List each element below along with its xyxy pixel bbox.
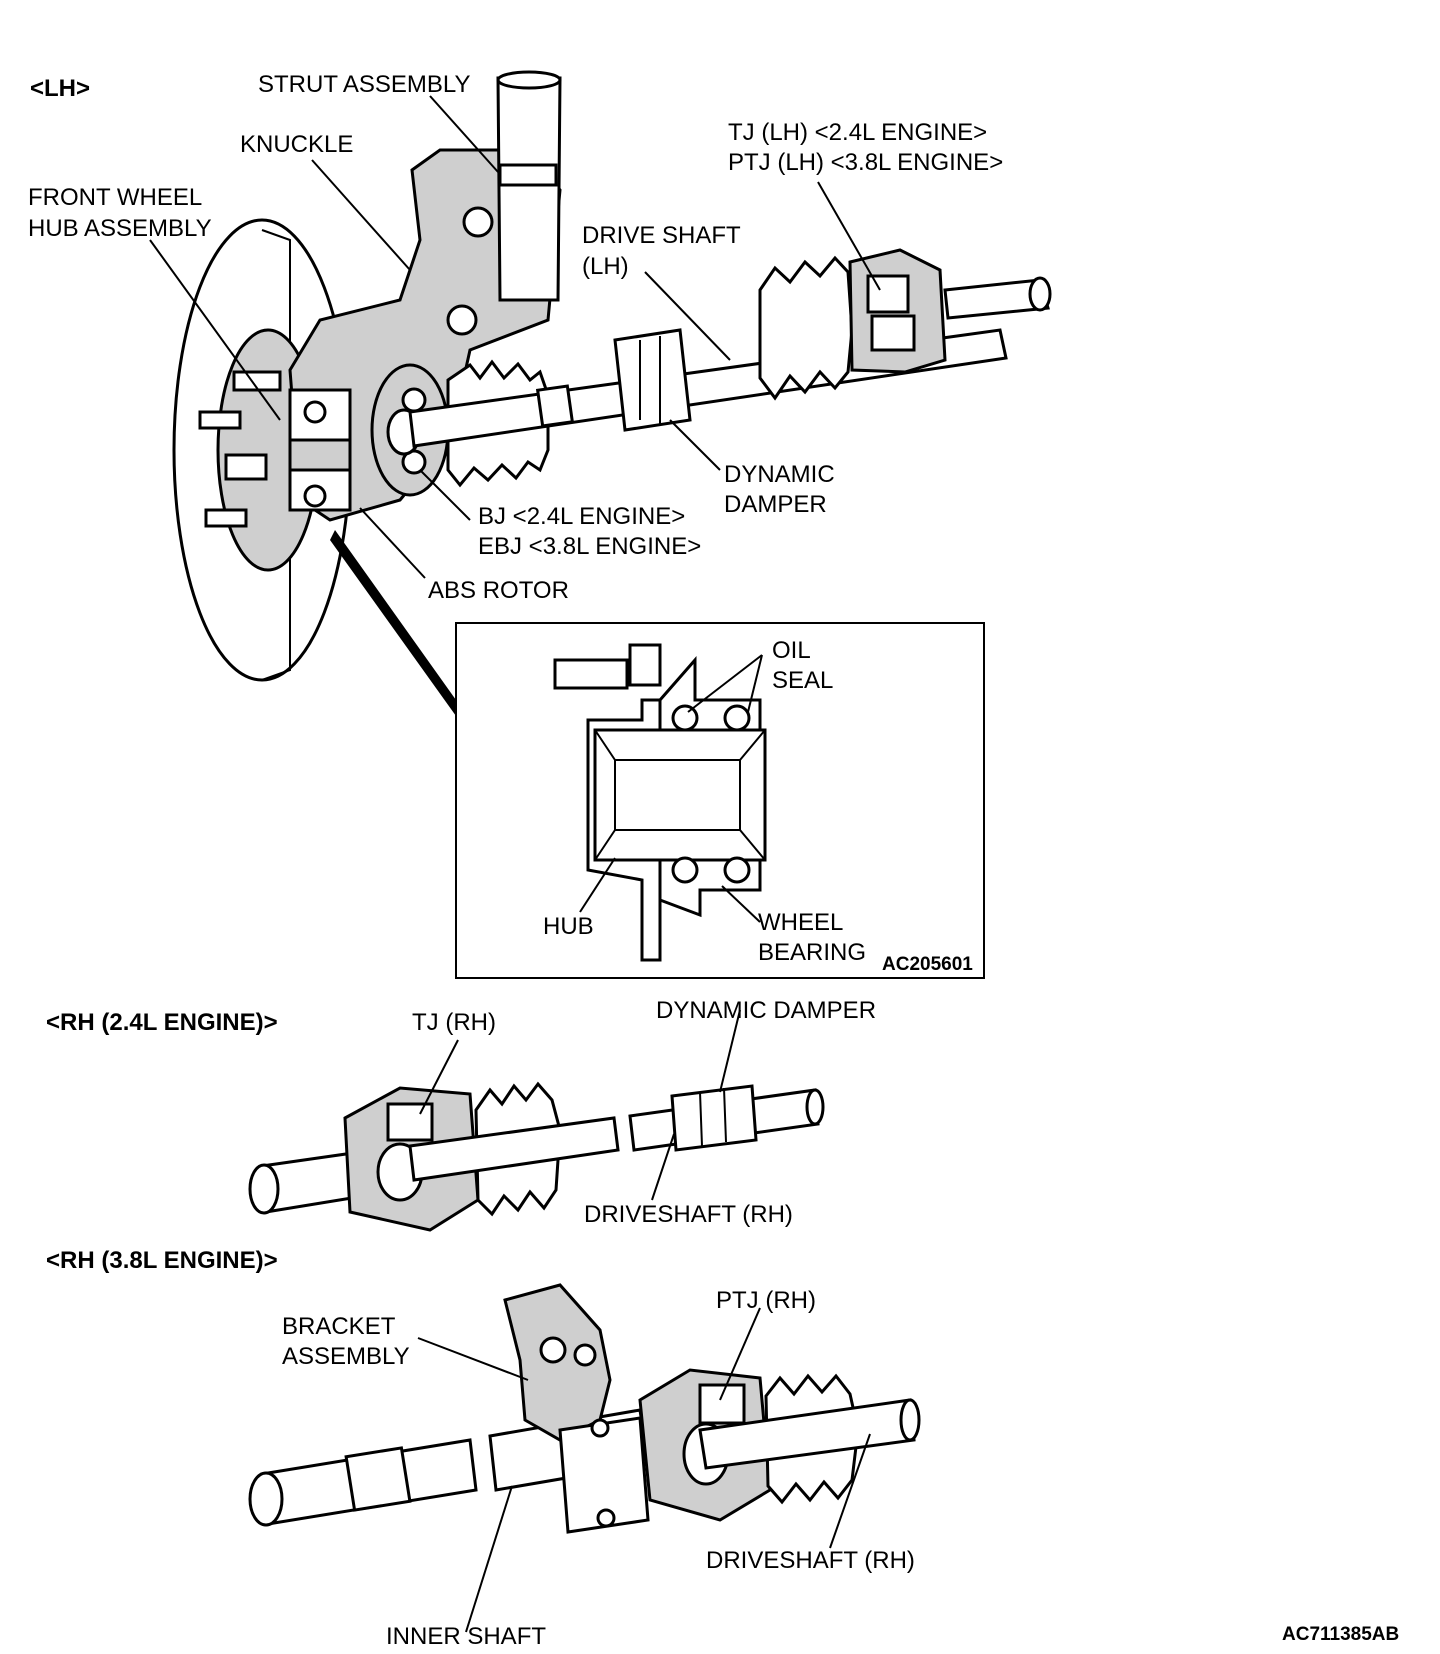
- label-strut-assembly: STRUT ASSEMBLY: [258, 71, 471, 98]
- label-knuckle: KNUCKLE: [240, 131, 353, 158]
- label-tj-lh-line2: PTJ (LH) <3.8L ENGINE>: [728, 149, 1003, 176]
- label-bracket-line2: ASSEMBLY: [282, 1343, 410, 1370]
- label-dynamic-damper-line2: DAMPER: [724, 491, 827, 518]
- label-dynamic-damper-rh: DYNAMIC DAMPER: [656, 997, 876, 1024]
- label-drive-shaft-lh-line1: DRIVE SHAFT: [582, 222, 741, 249]
- label-tj-lh-line1: TJ (LH) <2.4L ENGINE>: [728, 119, 987, 146]
- lh-assembly-illustration: [172, 70, 1052, 682]
- label-bracket-line1: BRACKET: [282, 1313, 396, 1340]
- label-wheel-bearing-line2: BEARING: [758, 939, 866, 966]
- label-inner-shaft: INNER SHAFT: [386, 1623, 546, 1650]
- label-wheel-bearing-line1: WHEEL: [758, 909, 843, 936]
- hub-bearing-inset: [455, 622, 985, 979]
- label-bj-line1: BJ <2.4L ENGINE>: [478, 503, 685, 530]
- label-ptj-rh: PTJ (RH): [716, 1287, 816, 1314]
- inset-callout-wedge: [330, 530, 456, 716]
- label-front-wheel-hub-line1: FRONT WHEEL: [28, 184, 202, 211]
- section-label-rh-24: <RH (2.4L ENGINE)>: [46, 1009, 278, 1036]
- label-bj-line2: EBJ <3.8L ENGINE>: [478, 533, 701, 560]
- diagram-labels: <LH> STRUT ASSEMBLY KNUCKLE FRONT WHEEL …: [28, 71, 1399, 1650]
- label-front-wheel-hub-line2: HUB ASSEMBLY: [28, 215, 212, 242]
- label-dynamic-damper-line1: DYNAMIC: [724, 461, 835, 488]
- section-label-rh-38: <RH (3.8L ENGINE)>: [46, 1247, 278, 1274]
- lh-leader-lines: [149, 95, 881, 579]
- label-oil-seal-line1: OIL: [772, 637, 811, 664]
- label-oil-seal-line2: SEAL: [772, 667, 833, 694]
- label-abs-rotor: ABS ROTOR: [428, 577, 569, 604]
- rh-24-illustration: [248, 1009, 825, 1232]
- rh-38-illustration: [248, 1283, 921, 1633]
- figure-code: AC711385AB: [1282, 1624, 1399, 1645]
- label-hub: HUB: [543, 913, 594, 940]
- label-drive-shaft-lh-line2: (LH): [582, 253, 629, 280]
- label-driveshaft-rh-24: DRIVESHAFT (RH): [584, 1201, 793, 1228]
- inset-figure-code: AC205601: [882, 954, 973, 975]
- label-tj-rh: TJ (RH): [412, 1009, 496, 1036]
- label-driveshaft-rh-38: DRIVESHAFT (RH): [706, 1547, 915, 1574]
- section-label-lh: <LH>: [30, 75, 90, 102]
